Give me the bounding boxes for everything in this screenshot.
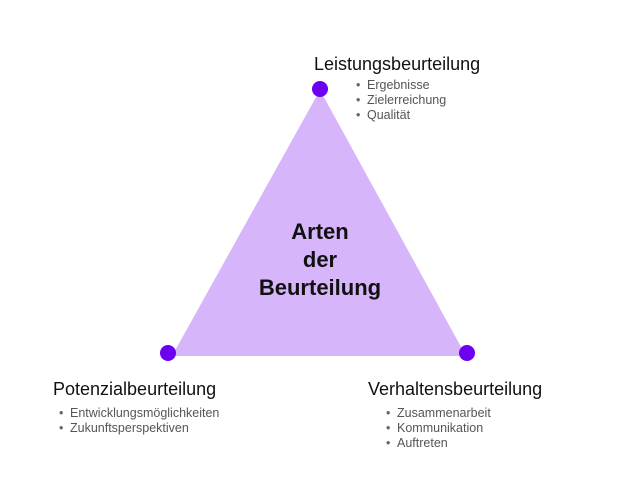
list-item: Ergebnisse	[356, 78, 480, 93]
right-title: Verhaltensbeurteilung	[368, 379, 543, 399]
right-block: Verhaltensbeurteilung Zusammenarbeit Kom…	[368, 378, 542, 451]
list-item: Auftreten	[386, 436, 542, 451]
list-item: Kommunikation	[386, 421, 542, 436]
list-item: Zusammenarbeit	[386, 406, 542, 421]
top-title: Leistungsbeurteilung	[314, 54, 481, 74]
center-line-1: Arten	[291, 219, 349, 244]
center-label: Arten der Beurteilung	[240, 218, 400, 302]
vertex-dot-left	[160, 345, 176, 361]
center-line-3: Beurteilung	[258, 275, 382, 300]
left-list: Entwicklungsmöglichkeiten Zukunftsperspe…	[59, 406, 219, 436]
list-item: Qualität	[356, 108, 480, 123]
top-block: Leistungsbeurteilung Ergebnisse Zielerre…	[314, 53, 480, 123]
list-item: Entwicklungsmöglichkeiten	[59, 406, 219, 421]
top-list: Ergebnisse Zielerreichung Qualität	[356, 78, 480, 123]
vertex-dot-top	[312, 81, 328, 97]
list-item: Zukunftsperspektiven	[59, 421, 219, 436]
triangle-shape	[172, 90, 466, 356]
left-block: Potenzialbeurteilung Entwicklungsmöglich…	[53, 378, 219, 436]
right-list: Zusammenarbeit Kommunikation Auftreten	[386, 406, 542, 451]
list-item: Zielerreichung	[356, 93, 480, 108]
left-title: Potenzialbeurteilung	[53, 379, 217, 399]
vertex-dot-right	[459, 345, 475, 361]
center-line-2: der	[302, 247, 338, 272]
